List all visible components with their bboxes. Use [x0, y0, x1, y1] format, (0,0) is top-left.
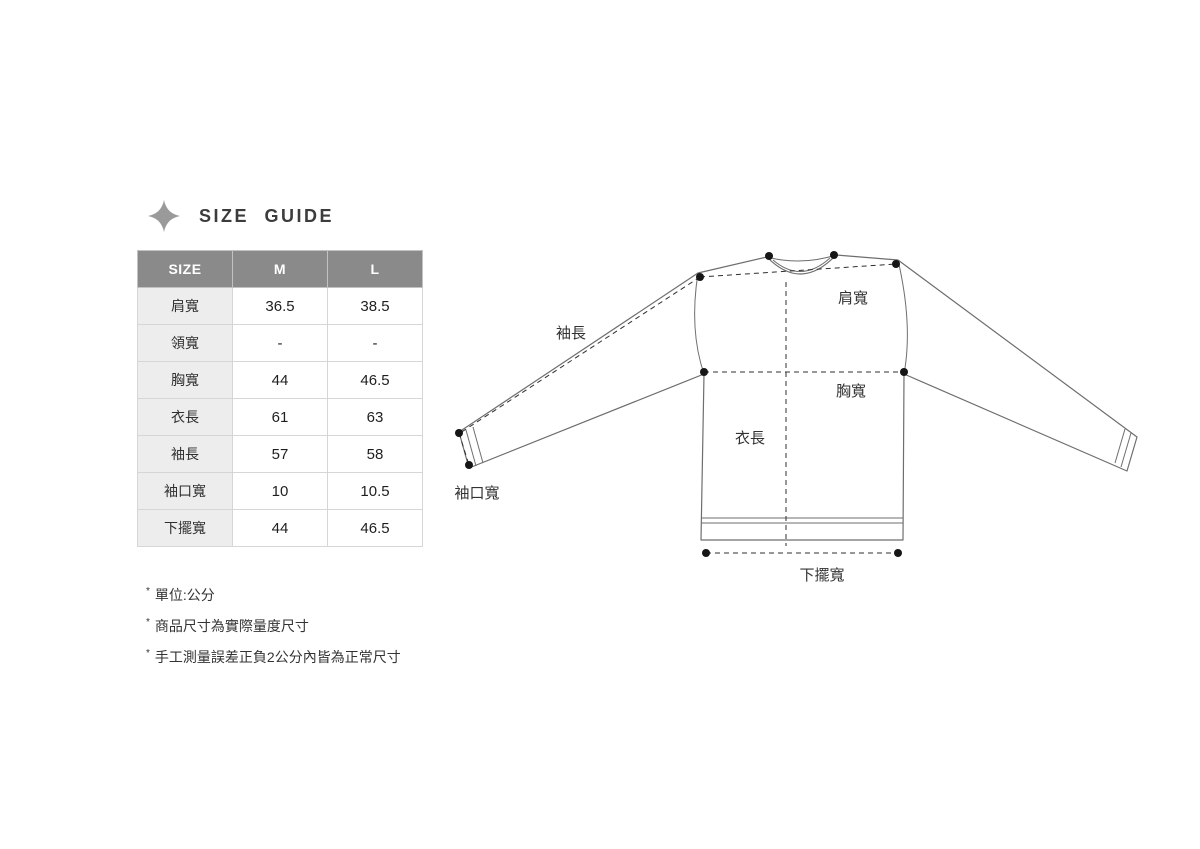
- shirt-diagram: 袖長 肩寬 胸寬 衣長 袖口寬 下擺寬: [454, 251, 1138, 584]
- measure-dot: [465, 461, 473, 469]
- measurement-dots: [455, 251, 908, 557]
- note-text: 手工測量誤差正負2公分內皆為正常尺寸: [154, 649, 401, 665]
- note-item: * 單位:公分: [146, 578, 401, 609]
- measure-dot: [696, 273, 704, 281]
- measure-dot: [455, 429, 463, 437]
- row-label: 袖長: [137, 435, 233, 473]
- left-cuff-band: [472, 426, 484, 464]
- measure-dot: [702, 549, 710, 557]
- note-item: * 商品尺寸為實際量度尺寸: [146, 609, 401, 640]
- chest-width-label: 胸寬: [836, 382, 866, 400]
- note-text: 單位:公分: [154, 587, 215, 603]
- measure-dot: [700, 368, 708, 376]
- four-point-sparkle-icon: [147, 199, 181, 233]
- cell-l: 63: [327, 398, 423, 436]
- sleeve-length-label: 袖長: [556, 325, 586, 342]
- left-cuff-band: [465, 429, 477, 467]
- table-row: 肩寬 36.5 38.5: [137, 287, 423, 325]
- brand-header: SIZE GUIDE: [147, 199, 334, 233]
- collar-rib-line: [772, 257, 831, 272]
- cell-l: 10.5: [327, 472, 423, 510]
- right-cuff-band: [1120, 432, 1132, 468]
- shirt-outline: [458, 254, 1138, 541]
- measure-dot: [765, 252, 773, 260]
- sleeve-length-line: [459, 276, 701, 434]
- table-row: 胸寬 44 46.5: [137, 361, 423, 399]
- row-label: 下擺寬: [137, 509, 233, 547]
- page-title: SIZE GUIDE: [199, 205, 335, 226]
- cuff-width-label: 袖口寬: [454, 484, 499, 502]
- row-label: 肩寬: [137, 287, 233, 325]
- row-label: 衣長: [137, 398, 233, 436]
- cell-l: -: [327, 324, 423, 362]
- shoulder-width-line: [699, 263, 897, 278]
- measurement-lines: [458, 263, 904, 554]
- left-armhole-seam: [694, 272, 705, 375]
- row-label: 胸寬: [137, 361, 233, 399]
- row-label: 袖口寬: [137, 472, 233, 510]
- right-armhole-seam: [897, 259, 908, 375]
- table-row: 下擺寬 44 46.5: [137, 509, 423, 547]
- note-text: 商品尺寸為實際量度尺寸: [154, 618, 309, 634]
- note-item: * 手工測量誤差正負2公分內皆為正常尺寸: [146, 640, 401, 671]
- table-row: 袖長 57 58: [137, 435, 423, 473]
- measure-dot: [892, 260, 900, 268]
- cuff-width-line: [458, 432, 470, 466]
- table-row: 衣長 61 63: [137, 398, 423, 436]
- col-header-size: SIZE: [137, 250, 233, 288]
- cell-m: -: [232, 324, 328, 362]
- measure-dot: [900, 368, 908, 376]
- hem-width-label: 下擺寬: [799, 566, 844, 584]
- asterisk: *: [146, 586, 150, 597]
- footnotes: * 單位:公分 * 商品尺寸為實際量度尺寸 * 手工測量誤差正負2公分內皆為正常尺寸: [146, 578, 401, 671]
- measure-dot: [894, 549, 902, 557]
- sparkle-shape: [148, 200, 180, 232]
- cell-m: 61: [232, 398, 328, 436]
- shirt-body: [458, 254, 1138, 541]
- cell-m: 10: [232, 472, 328, 510]
- cell-l: 38.5: [327, 287, 423, 325]
- cell-m: 44: [232, 509, 328, 547]
- table-row: 領寬 - -: [137, 324, 423, 362]
- row-label: 領寬: [137, 324, 233, 362]
- measurement-labels: 袖長 肩寬 胸寬 衣長 袖口寬 下擺寬: [454, 289, 868, 584]
- size-table: SIZE M L 肩寬 36.5 38.5 領寬 - - 胸寬 44 46.5: [137, 250, 423, 547]
- cell-l: 58: [327, 435, 423, 473]
- cell-m: 57: [232, 435, 328, 473]
- shoulder-width-label: 肩寬: [838, 289, 868, 307]
- table-header-row: SIZE M L: [137, 250, 423, 288]
- right-cuff-band: [1114, 428, 1126, 464]
- asterisk: *: [146, 617, 150, 628]
- cell-l: 46.5: [327, 361, 423, 399]
- measure-dot: [830, 251, 838, 259]
- collar-back-line: [766, 254, 837, 262]
- cell-m: 44: [232, 361, 328, 399]
- cell-l: 46.5: [327, 509, 423, 547]
- asterisk: *: [146, 648, 150, 659]
- table-row: 袖口寬 10 10.5: [137, 472, 423, 510]
- col-header-l: L: [327, 250, 423, 288]
- body-length-label: 衣長: [735, 430, 765, 447]
- col-header-m: M: [232, 250, 328, 288]
- cell-m: 36.5: [232, 287, 328, 325]
